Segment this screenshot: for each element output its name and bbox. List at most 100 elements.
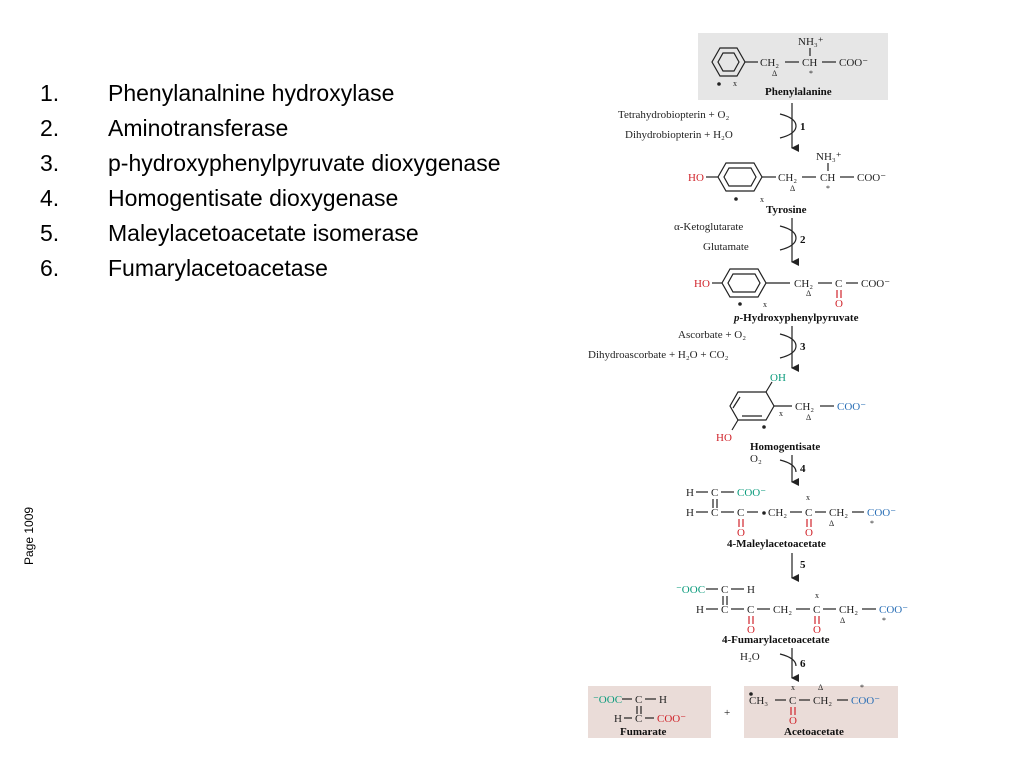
step-1-number: 1: [800, 121, 806, 133]
enzyme-item-3: 3.p-hydroxyphenylpyruvate dioxygenase: [40, 150, 510, 177]
enzyme-number: 1.: [40, 80, 60, 106]
enzyme-item-6: 6.Fumarylacetoacetase: [40, 255, 510, 282]
step-4: O₂ 4: [750, 453, 806, 486]
group-o: O: [813, 624, 821, 636]
group-o: O: [737, 527, 745, 539]
group-ch2: CH₂: [839, 604, 858, 616]
enzyme-number: 5.: [40, 220, 60, 246]
group-ch2: CH₂: [795, 401, 814, 413]
compound-fumarylacetoacetate: 4-Fumarylacetoacetate: [722, 634, 830, 646]
acetoacetate-structure: CH₃ x C O Δ CH₂ * COO⁻ Acetoacetate: [744, 683, 898, 738]
group-c: C: [813, 604, 820, 616]
compound-tyrosine: Tyrosine: [766, 204, 807, 216]
step-1-input: Tetrahydrobiopterin + O₂: [618, 109, 729, 121]
group-h: H: [659, 694, 667, 706]
label-star: *: [826, 184, 830, 193]
label-delta: Δ: [840, 616, 845, 625]
step-6-number: 6: [800, 658, 806, 670]
group-o: O: [789, 715, 797, 727]
step-2: α-Ketoglutarate Glutamate 2: [674, 218, 806, 266]
step-4-input: O₂: [750, 453, 762, 465]
group-c: C: [747, 604, 754, 616]
group-c: C: [835, 278, 842, 290]
homogentisate-structure: OH x HO CH₂ Δ COO⁻ Homogentisate: [716, 372, 866, 453]
label-x: x: [815, 591, 819, 600]
maleylacetoacetate-structure: H C COO⁻ H C C O CH₂ x C O CH₂ Δ COO⁻ * …: [686, 487, 896, 550]
benzene-ring: [711, 47, 746, 77]
label-delta: Δ: [829, 519, 834, 528]
group-c: C: [737, 507, 744, 519]
group-coo: COO⁻: [737, 487, 766, 499]
group-nh3: NH₃⁺: [798, 36, 824, 48]
group-coo: COO⁻: [839, 57, 868, 69]
step-5: 5: [791, 553, 806, 582]
step-3: Ascorbate + O₂ Dihydroascorbate + H₂O + …: [588, 326, 806, 372]
label-x: x: [791, 683, 795, 692]
compound-acetoacetate: Acetoacetate: [784, 726, 844, 738]
group-ho: HO: [688, 172, 704, 184]
group-ooc: ⁻OOC: [676, 584, 705, 596]
group-c: C: [721, 604, 728, 616]
step-6: H₂O 6: [740, 648, 806, 682]
fumarylacetoacetate-structure: ⁻OOC C H H C C O CH₂ x C O CH₂ Δ COO⁻ * …: [676, 584, 908, 646]
fumarate-structure: ⁻OOC C H H C COO⁻ Fumarate: [588, 686, 711, 738]
group-ch: CH: [802, 57, 817, 69]
step-3-output: Dihydroascorbate + H₂O + CO₂: [588, 349, 729, 361]
group-c: C: [711, 507, 718, 519]
fumarate-box: [588, 686, 711, 738]
group-ch2: CH₂: [829, 507, 848, 519]
group-o: O: [835, 298, 843, 310]
group-coo: COO⁻: [657, 713, 686, 725]
acetoacetate-box: [744, 686, 898, 738]
label-x: x: [806, 493, 810, 502]
label-x: x: [733, 79, 737, 88]
group-ch2: CH₂: [768, 507, 787, 519]
group-oh: OH: [770, 372, 786, 384]
group-coo: COO⁻: [857, 172, 886, 184]
step-3-number: 3: [800, 341, 806, 353]
group-h: H: [614, 713, 622, 725]
hydroxyphenylpyruvate-structure: HO x CH₂ Δ C O COO⁻ p-Hydroxyphenylpyruv…: [694, 268, 890, 324]
group-c: C: [635, 713, 642, 725]
compound-maleylacetoacetate: 4-Maleylacetoacetate: [727, 538, 826, 550]
group-ho: HO: [694, 278, 710, 290]
step-2-number: 2: [800, 234, 806, 246]
group-c: C: [635, 694, 642, 706]
label-star: *: [860, 683, 864, 692]
label-x: x: [763, 300, 767, 309]
group-c: C: [789, 695, 796, 707]
tyrosine-structure: HO x CH₂ Δ CH * NH₃⁺ COO⁻ Tyrosine: [688, 151, 886, 216]
enzyme-name: Phenylanalnine hydroxylase: [108, 80, 395, 106]
group-coo: COO⁻: [837, 401, 866, 413]
label-delta: Δ: [806, 289, 811, 298]
group-ch2: CH₂: [794, 278, 813, 290]
step-5-number: 5: [800, 559, 806, 571]
group-c: C: [721, 584, 728, 596]
group-ch3: CH₃: [749, 695, 768, 707]
group-ch: CH: [820, 172, 835, 184]
enzyme-number: 6.: [40, 255, 60, 281]
group-h: H: [686, 507, 694, 519]
compound-hydroxyphenylpyruvate: p-Hydroxyphenylpyruvate: [733, 312, 859, 324]
plus-sign: +: [724, 707, 730, 719]
step-2-input: α-Ketoglutarate: [674, 221, 743, 233]
step-1: Tetrahydrobiopterin + O₂ Dihydrobiopteri…: [618, 103, 806, 152]
label-delta: Δ: [790, 184, 795, 193]
label-star: *: [882, 616, 886, 625]
group-ch2: CH₂: [773, 604, 792, 616]
enzyme-name: Aminotransferase: [108, 115, 289, 141]
group-ch2: CH₂: [813, 695, 832, 707]
group-c: C: [711, 487, 718, 499]
enzyme-number: 4.: [40, 185, 60, 211]
group-h: H: [686, 487, 694, 499]
enzyme-name: Maleylacetoacetate isomerase: [108, 220, 419, 246]
enzyme-item-4: 4.Homogentisate dioxygenase: [40, 185, 510, 212]
enzyme-name: p-hydroxyphenylpyruvate dioxygenase: [108, 150, 501, 176]
label-x: x: [779, 409, 783, 418]
label-delta: Δ: [772, 69, 777, 78]
label-delta: Δ: [806, 413, 811, 422]
group-ho: HO: [716, 432, 732, 444]
group-ooc: ⁻OOC: [593, 694, 622, 706]
step-3-input: Ascorbate + O₂: [678, 329, 746, 341]
